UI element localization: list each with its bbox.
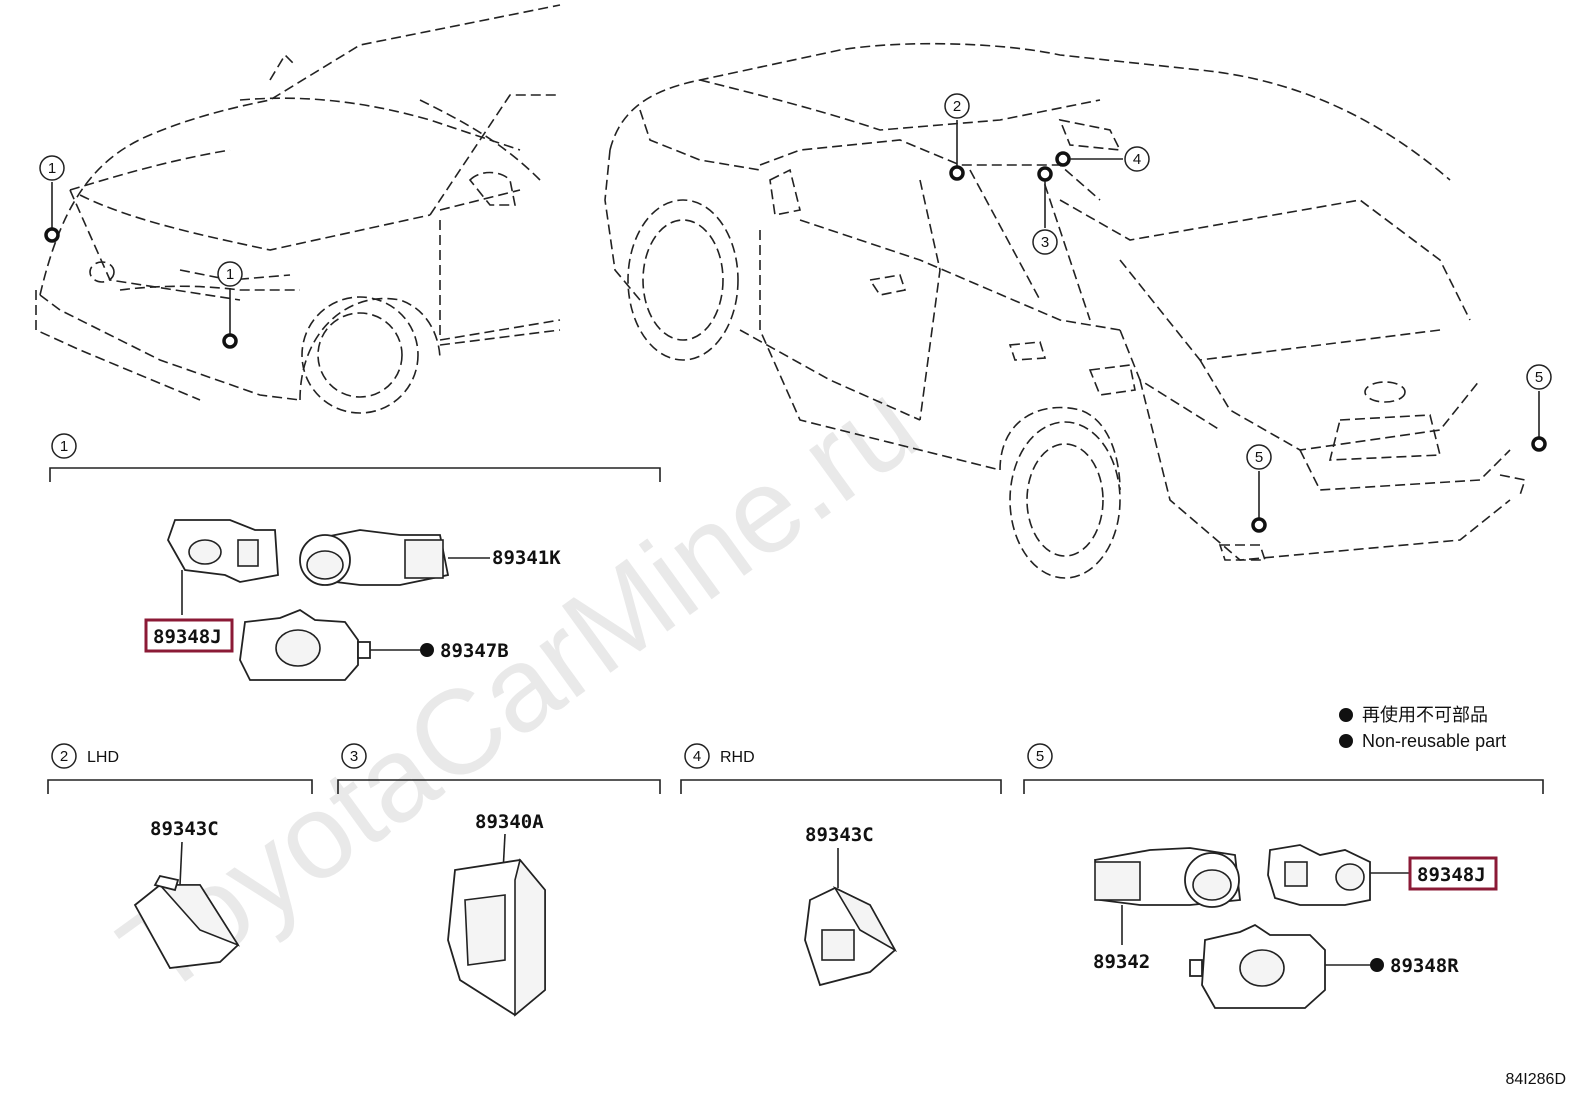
front-car-illustration	[35, 4, 561, 414]
legend-japanese: 再使用不可部品	[1362, 705, 1488, 725]
group-5-header: 5	[1023, 743, 1544, 794]
rear-car-illustration	[604, 42, 1527, 579]
group-1-header: 1	[49, 433, 661, 482]
svg-text:1: 1	[60, 438, 68, 455]
non-reusable-dot-89348R	[1370, 958, 1384, 972]
sensor-housing-89347B	[239, 608, 434, 681]
svg-text:4: 4	[693, 748, 701, 765]
computer-module-89343C-group4	[804, 848, 898, 987]
sensor-marker-2	[949, 120, 965, 181]
legend-dot-1	[1339, 708, 1353, 722]
svg-text:1: 1	[226, 266, 234, 283]
legend-dot-2	[1339, 734, 1353, 748]
part-number-89348J-group5: 89348J	[1417, 864, 1486, 886]
svg-text:2: 2	[60, 748, 68, 765]
sensor-marker-5-right	[1531, 391, 1547, 452]
part-number-89343C-group2: 89343C	[150, 818, 219, 840]
front-sensor-marker-left	[44, 182, 60, 243]
svg-text:3: 3	[1041, 234, 1049, 251]
computer-module-89343C-group2	[133, 841, 240, 969]
ecu-module-89340A	[447, 833, 546, 1017]
ultrasonic-sensor-89341K	[299, 529, 490, 586]
svg-text:2: 2	[953, 98, 961, 115]
sensor-marker-5-left	[1251, 471, 1267, 533]
non-reusable-dot-89347B	[420, 643, 434, 657]
sensor-marker-3	[1037, 166, 1053, 228]
callout-2: 2	[944, 93, 970, 119]
front-sensor-marker-right	[222, 288, 238, 349]
highlight-89348J-group1	[144, 618, 234, 653]
callout-4: 4	[1124, 146, 1150, 172]
callout-1-front-right: 1	[217, 261, 243, 287]
legend-english: Non-reusable part	[1362, 731, 1506, 751]
part-number-89348J-group1: 89348J	[153, 626, 222, 648]
part-number-89340A: 89340A	[475, 811, 544, 833]
svg-text:5: 5	[1255, 449, 1263, 466]
part-number-89347B: 89347B	[440, 640, 509, 662]
callout-5-left: 5	[1246, 444, 1272, 470]
callout-1-front-left: 1	[39, 155, 65, 181]
svg-text:5: 5	[1036, 748, 1044, 765]
sensor-retainer-89348J-group5	[1267, 844, 1410, 906]
svg-text:4: 4	[1133, 151, 1141, 168]
part-number-89341K: 89341K	[492, 547, 561, 569]
sensor-retainer-89348J-group1	[167, 519, 279, 615]
part-number-89348R: 89348R	[1390, 955, 1459, 977]
group-4-note: RHD	[720, 749, 755, 766]
legend: 再使用不可部品 Non-reusable part	[1339, 705, 1506, 751]
highlight-89348J-group5	[1408, 856, 1498, 891]
sensor-housing-89348R	[1189, 923, 1384, 1009]
group-4-header: 4 RHD	[680, 743, 1002, 794]
group-3-header: 3	[337, 743, 661, 794]
ultrasonic-sensor-89342	[1094, 847, 1241, 945]
group-2-note: LHD	[87, 749, 119, 766]
svg-text:5: 5	[1535, 369, 1543, 386]
callout-5-right: 5	[1526, 364, 1552, 390]
svg-text:1: 1	[48, 160, 56, 177]
sensor-marker-4	[1055, 151, 1123, 167]
group-2-header: 2 LHD	[47, 743, 313, 794]
diagram-code: 84I286D	[1506, 1071, 1567, 1088]
callout-3: 3	[1032, 229, 1058, 255]
part-number-89342: 89342	[1093, 951, 1150, 973]
part-number-89343C-group4: 89343C	[805, 824, 874, 846]
svg-text:3: 3	[350, 748, 358, 765]
